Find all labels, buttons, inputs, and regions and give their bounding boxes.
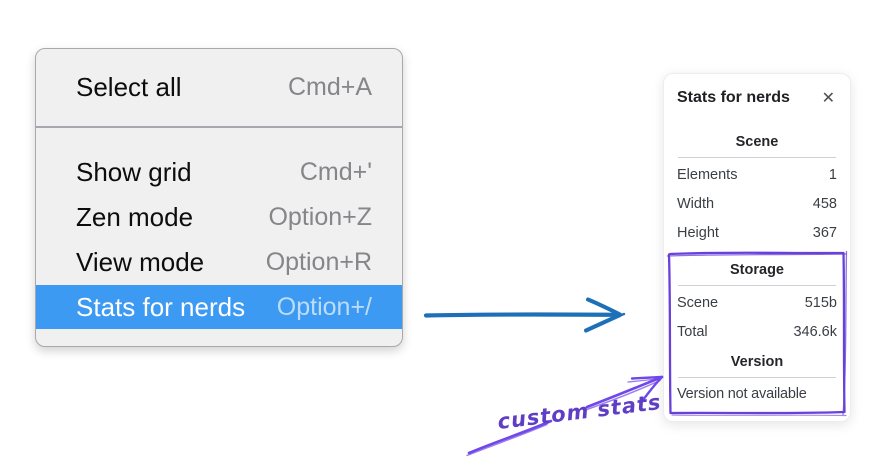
storage-section: Storage Scene 515b Total 346.6k	[677, 262, 837, 346]
stat-label: Height	[677, 224, 719, 241]
section-rule	[678, 157, 836, 158]
section-heading-version: Version	[730, 354, 784, 370]
stat-value: 515b	[804, 294, 837, 311]
stat-value: 1	[828, 166, 837, 183]
menu-item-label: Stats for nerds	[76, 291, 246, 322]
menu-item-view-mode[interactable]: View mode Option+R	[36, 240, 402, 285]
stat-label: Scene	[677, 294, 719, 311]
stat-row-total-storage: Total 346.6k	[677, 317, 837, 346]
panel-title: Stats for nerds	[677, 89, 790, 106]
section-heading-scene: Scene	[735, 134, 779, 150]
close-icon[interactable]: ✕	[821, 88, 835, 107]
section-rule	[678, 285, 836, 286]
menu-item-shortcut: Option+Z	[268, 203, 372, 231]
stat-row-scene-storage: Scene 515b	[677, 288, 837, 317]
menu-item-label: Select all	[76, 72, 182, 102]
annotation-label: custom stats	[496, 390, 663, 434]
menu-item-shortcut: Option+R	[265, 248, 372, 276]
menu-item-label: View mode	[76, 247, 205, 277]
stats-panel-header: Stats for nerds ✕	[677, 88, 837, 108]
menu-item-shortcut: Cmd+'	[299, 158, 372, 186]
menu-group: Show grid Cmd+' Zen mode Option+Z View m…	[36, 128, 402, 329]
menu-item-label: Zen mode	[76, 202, 194, 232]
stat-label: Elements	[677, 166, 738, 183]
stat-label: Total	[677, 323, 708, 340]
stat-row-height: Height 367	[677, 218, 837, 247]
version-note: Version not available	[677, 386, 807, 402]
menu-item-shortcut: Cmd+A	[287, 73, 372, 101]
menu-item-label: Show grid	[76, 157, 192, 187]
menu-item-show-grid[interactable]: Show grid Cmd+'	[36, 150, 402, 195]
menu-item-zen-mode[interactable]: Zen mode Option+Z	[36, 195, 402, 240]
version-section: Version Version not available	[677, 354, 837, 402]
stat-value: 458	[812, 195, 837, 212]
stat-value: 346.6k	[793, 323, 837, 340]
context-menu: Select all Cmd+A Show grid Cmd+' Zen mod…	[35, 48, 403, 347]
scene-section: Scene Elements 1 Width 458 Height 367	[677, 134, 837, 247]
stats-panel: Stats for nerds ✕ Scene Elements 1 Width…	[663, 73, 851, 422]
pointer-arrow-icon	[423, 297, 626, 333]
stat-label: Width	[677, 195, 715, 212]
stat-value: 367	[812, 224, 837, 241]
menu-item-select-all[interactable]: Select all Cmd+A	[36, 49, 402, 126]
stat-row-width: Width 458	[677, 189, 837, 218]
stat-row-elements: Elements 1	[677, 160, 837, 189]
section-heading-storage: Storage	[730, 262, 784, 278]
menu-item-shortcut: Option+/	[276, 292, 372, 321]
menu-divider	[36, 126, 402, 128]
section-rule	[678, 377, 836, 378]
menu-item-stats-for-nerds[interactable]: Stats for nerds Option+/	[36, 285, 402, 329]
